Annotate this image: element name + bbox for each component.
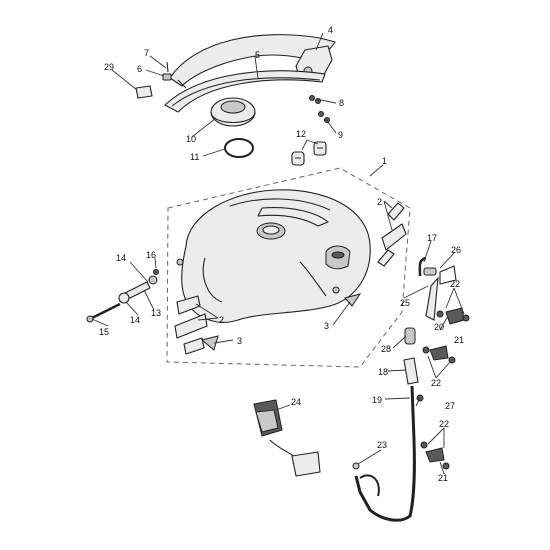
callout-19: 19: [372, 395, 382, 405]
callout-28: 28: [381, 344, 391, 354]
callout-11: 11: [190, 152, 199, 162]
tank-assembly-outline: [166, 167, 411, 368]
part-small-fasteners: [135, 61, 330, 123]
callout-14-top: 14: [116, 253, 126, 263]
callout-17: 17: [427, 233, 437, 243]
callout-7: 7: [144, 48, 149, 58]
callout-25: 25: [400, 298, 410, 308]
callout-18: 18: [378, 367, 388, 377]
callout-12: 12: [296, 129, 306, 139]
callout-21-top: 21: [454, 335, 464, 345]
part-fuel-pump: [253, 399, 360, 477]
callout-5: 5: [255, 50, 260, 60]
callout-23: 23: [377, 440, 387, 450]
callout-27: 27: [445, 401, 455, 411]
callout-numbers: 1 2 2 3 3 4 5 6 7 8 9 10 11 12 13 14 14 …: [99, 25, 464, 483]
callout-13: 13: [151, 308, 161, 318]
part-fuel-tank: [176, 189, 371, 323]
callout-3-left: 3: [237, 336, 242, 346]
callout-22-bottom: 22: [439, 419, 449, 429]
callout-22-top: 22: [450, 279, 460, 289]
part-trim-cover: [169, 34, 336, 89]
callout-21-bottom: 21: [438, 473, 448, 483]
callout-26: 26: [451, 245, 461, 255]
callout-4: 4: [328, 25, 333, 35]
part-grommets: [291, 141, 327, 166]
callout-22-middle: 22: [431, 378, 441, 388]
callout-3-right: 3: [324, 321, 329, 331]
part-seal-ring: [224, 138, 254, 158]
callout-2-left: 2: [219, 315, 224, 325]
part-strap: [164, 70, 326, 113]
part-fuel-filter: [354, 327, 419, 522]
callout-leaders: [91, 32, 465, 475]
part-breather-hoses: [418, 256, 457, 321]
callout-1: 1: [382, 156, 387, 166]
callout-29: 29: [104, 62, 114, 72]
callout-20: 20: [434, 322, 444, 332]
callout-6: 6: [137, 64, 142, 74]
callout-8: 8: [339, 98, 344, 108]
part-filler-cap: [210, 97, 256, 127]
callout-9: 9: [338, 130, 343, 140]
callout-14-bottom: 14: [130, 315, 140, 325]
callout-24: 24: [291, 397, 301, 407]
part-mount-bolts: [86, 269, 159, 323]
callout-15: 15: [99, 327, 109, 337]
callout-16: 16: [146, 250, 156, 260]
callout-2-right: 2: [377, 197, 382, 207]
callout-10: 10: [186, 134, 196, 144]
part-hose-clips: [416, 307, 470, 470]
